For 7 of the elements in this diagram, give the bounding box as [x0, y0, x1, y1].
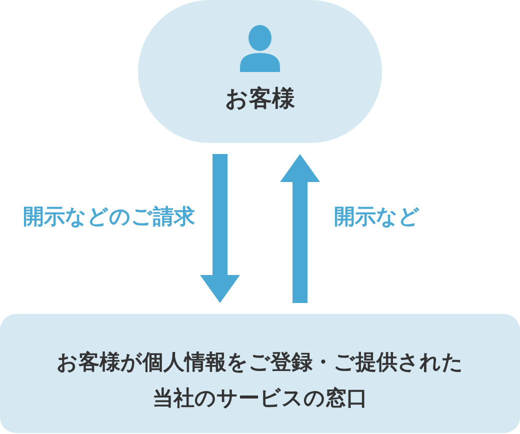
arrow [200, 154, 240, 303]
node-label: お客様が個人情報をご登録・ご提供された当社のサービスの窓口 [56, 349, 464, 412]
rounded-box [0, 314, 520, 433]
edge-label: 開示など [332, 204, 422, 230]
edge-label: 開示などのご請求 [21, 204, 197, 230]
arrow [280, 154, 320, 303]
node-label: お客様 [225, 86, 295, 112]
